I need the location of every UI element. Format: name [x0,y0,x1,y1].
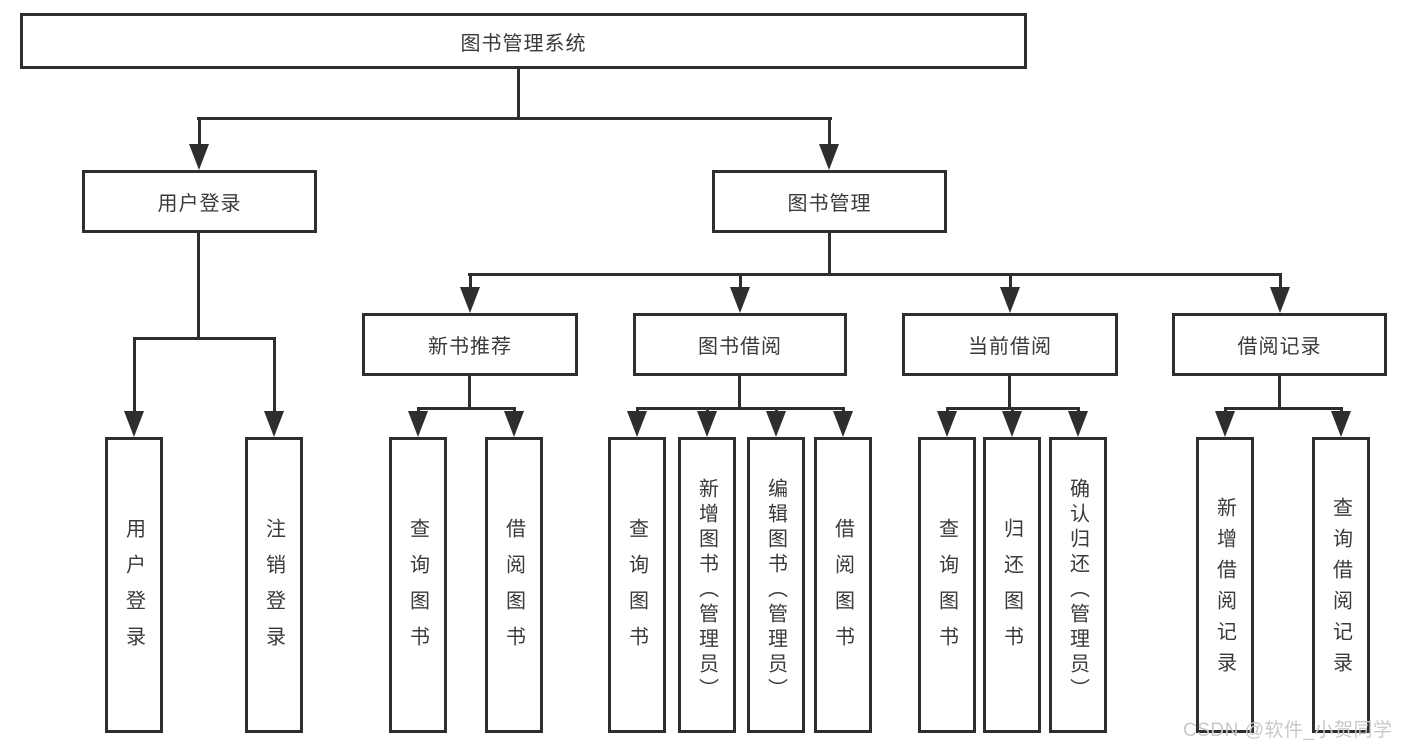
node-current-borrowing: 当前借阅 [902,313,1118,376]
connector-vline-6 [1278,376,1281,409]
connector-hline-6 [1224,407,1343,410]
arrowhead-icon-3 [264,411,284,437]
arrowhead-icon-0 [189,144,209,170]
arrowhead-icon-7 [1270,287,1290,313]
connector-arrow-line-6 [1009,273,1012,293]
leaf-return-book: 归还图书 [983,437,1041,733]
node-new-book-recommend: 新书推荐 [362,313,578,376]
arrowhead-icon-10 [627,411,647,437]
csdn-watermark: CSDN @软件_小贺同学 [1183,720,1393,741]
leaf-edit-book-admin: 编辑图书（管理员） [747,437,805,733]
arrowhead-icon-17 [1215,411,1235,437]
connector-hline-1 [133,337,276,340]
arrowhead-icon-9 [504,411,524,437]
leaf-logout: 注销登录 [245,437,303,733]
arrowhead-icon-4 [460,287,480,313]
arrowhead-icon-6 [1000,287,1020,313]
connector-arrow-line-4 [469,273,472,293]
leaf-query-books-recommend: 查询图书 [389,437,447,733]
leaf-query-books-current: 查询图书 [918,437,976,733]
node-book-borrowing: 图书借阅 [633,313,847,376]
connector-vline-2 [828,233,831,276]
connector-vline-0 [517,67,520,119]
leaf-confirm-return-admin: 确认归还（管理员） [1049,437,1107,733]
connector-hline-2 [468,273,1282,276]
leaf-add-borrow-record: 新增借阅记录 [1196,437,1254,733]
arrowhead-icon-14 [937,411,957,437]
connector-arrow-line-1 [828,117,831,150]
connector-vline-3 [468,376,471,409]
leaf-borrow-books-recommend: 借阅图书 [485,437,543,733]
node-book-management: 图书管理 [712,170,947,233]
node-root: 图书管理系统 [20,13,1027,69]
connector-vline-1 [197,233,200,339]
node-user-login-branch: 用户登录 [82,170,317,233]
arrowhead-icon-5 [730,287,750,313]
arrowhead-icon-16 [1068,411,1088,437]
node-borrowing-records: 借阅记录 [1172,313,1387,376]
leaf-query-books-borrow: 查询图书 [608,437,666,733]
leaf-add-book-admin: 新增图书（管理员） [678,437,736,733]
connector-arrow-line-2 [133,337,136,417]
leaf-query-borrow-record: 查询借阅记录 [1312,437,1370,733]
connector-hline-4 [636,407,845,410]
leaf-user-login: 用户登录 [105,437,163,733]
connector-arrow-line-5 [739,273,742,293]
connector-vline-4 [738,376,741,409]
connector-arrow-line-3 [273,337,276,417]
connector-arrow-line-0 [198,117,201,150]
leaf-borrow-books-borrow: 借阅图书 [814,437,872,733]
arrowhead-icon-8 [408,411,428,437]
arrowhead-icon-18 [1331,411,1351,437]
connector-arrow-line-7 [1279,273,1282,293]
arrowhead-icon-1 [819,144,839,170]
connector-vline-5 [1008,376,1011,409]
arrowhead-icon-2 [124,411,144,437]
connector-hline-3 [417,407,516,410]
connector-hline-0 [197,117,832,120]
arrowhead-icon-13 [833,411,853,437]
arrowhead-icon-12 [766,411,786,437]
arrowhead-icon-15 [1002,411,1022,437]
arrowhead-icon-11 [697,411,717,437]
